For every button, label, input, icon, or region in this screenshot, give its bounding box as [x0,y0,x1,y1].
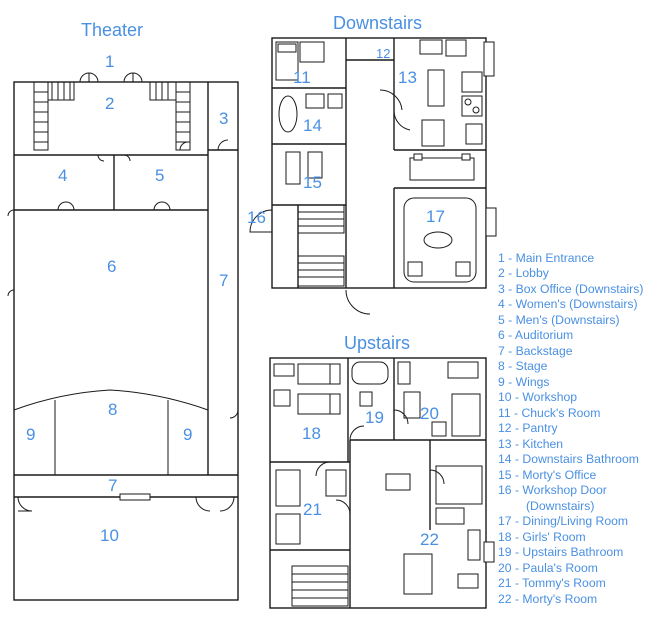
legend-item: 6 - Auditorium [498,328,573,342]
legend-item: 16 - Workshop Door [498,483,607,497]
upstairs-outer-wall [269,357,487,609]
legend-item: 12 - Pantry [498,421,559,435]
legend-item: 4 - Women's (Downstairs) [498,297,638,311]
room-number-9b: 9 [183,425,192,444]
legend: 1 - Main Entrance 2 - Lobby 3 - Box Offi… [498,251,643,606]
room-number-19: 19 [365,408,384,427]
legend-item: 14 - Downstairs Bathroom [498,452,639,466]
room-number-3: 3 [219,109,228,128]
legend-item: 10 - Workshop [498,390,577,404]
room-number-21: 21 [303,500,322,519]
legend-item: 21 - Tommy's Room [498,576,606,590]
room-number-14: 14 [303,116,322,135]
legend-item: 17 - Dining/Living Room [498,514,628,528]
legend-item: 20 - Paula's Room [498,561,598,575]
room-number-7a: 7 [219,271,228,290]
legend-item: 1 - Main Entrance [498,251,594,265]
room-number-13: 13 [398,68,417,87]
room-number-4: 4 [58,166,67,185]
legend-item: 11 - Chuck's Room [498,406,600,420]
legend-item: 7 - Backstage [498,344,573,358]
room-number-10: 10 [100,526,119,545]
legend-item: 19 - Upstairs Bathroom [498,545,623,559]
room-number-9a: 9 [26,425,35,444]
room-number-6: 6 [107,257,116,276]
room-number-17: 17 [426,207,445,226]
room-number-15: 15 [303,173,322,192]
room-number-11: 11 [293,68,311,87]
room-number-5: 5 [155,166,164,185]
room-number-1: 1 [105,52,114,71]
room-number-7b: 7 [108,476,117,495]
legend-item: 13 - Kitchen [498,437,563,451]
room-number-12: 12 [376,46,390,61]
room-number-16: 16 [247,208,266,227]
legend-item: 18 - Girls' Room [498,530,586,544]
legend-item: 3 - Box Office (Downstairs) [498,282,643,296]
upstairs-plan [269,357,495,609]
downstairs-outer-wall [271,37,487,289]
downstairs-plan [249,37,497,315]
theater-plan [7,72,239,601]
legend-item: 2 - Lobby [498,266,550,280]
legend-item: 5 - Men's (Downstairs) [498,313,620,327]
room-number-8: 8 [108,400,117,419]
room-number-2: 2 [105,94,114,113]
legend-item: 22 - Morty's Room [498,592,597,606]
legend-item: (Downstairs) [526,499,594,513]
downstairs-title: Downstairs [333,13,422,33]
legend-item: 8 - Stage [498,359,548,373]
legend-item: 15 - Morty's Office [498,468,596,482]
theater-outer-wall [13,81,239,601]
room-number-20: 20 [420,404,439,423]
room-number-22: 22 [420,530,439,549]
upstairs-title: Upstairs [344,333,410,353]
theater-title: Theater [81,20,143,40]
legend-item: 9 - Wings [498,375,549,389]
room-number-18: 18 [302,424,321,443]
